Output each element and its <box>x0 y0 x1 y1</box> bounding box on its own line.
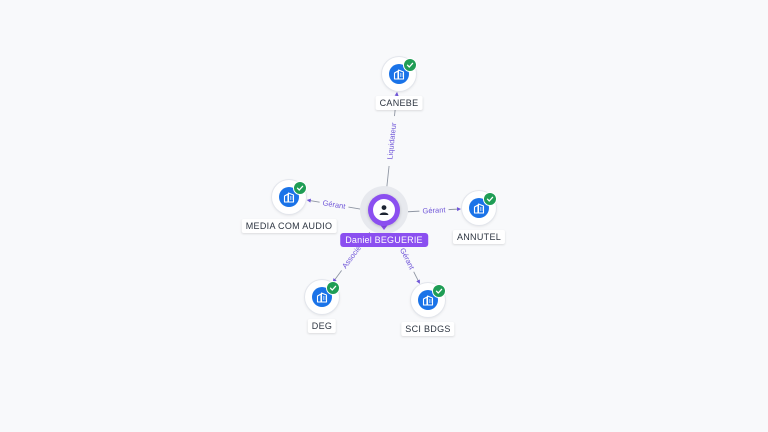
edge-label-bg-canebe <box>384 115 399 167</box>
company-label: CANEBE <box>375 96 423 110</box>
edge-label-deg: Associé <box>340 244 363 270</box>
edge-arrow-media <box>306 198 312 203</box>
edge-label-canebe: Liquidateur <box>385 122 398 160</box>
edge-arrow-scibdgs <box>416 279 420 284</box>
edge-label-bg-media <box>318 197 350 212</box>
pin-tip <box>378 222 390 230</box>
company-label: SCI BDGS <box>401 322 455 336</box>
company-label: MEDIA COM AUDIO <box>241 219 337 233</box>
edge-label-bg-deg <box>337 240 366 274</box>
verified-check-icon <box>403 58 417 72</box>
person-name: Daniel BEGUERIE <box>340 233 428 247</box>
edge-label-bg-scibdgs <box>396 243 418 274</box>
edge-label-media: Gérant <box>322 198 347 211</box>
verified-check-icon <box>483 192 497 206</box>
edge-label-annutel: Gérant <box>422 205 446 215</box>
company-label: ANNUTEL <box>452 230 506 244</box>
verified-check-icon <box>326 281 340 295</box>
verified-check-icon <box>432 284 446 298</box>
person-icon <box>373 199 395 221</box>
edge-label-bg-annutel <box>419 205 449 216</box>
edge-label-scibdgs: Gérant <box>398 246 417 271</box>
company-label: DEG <box>307 319 337 333</box>
edge-arrow-annutel <box>456 207 462 212</box>
edge-arrow-canebe <box>394 91 399 97</box>
verified-check-icon <box>293 181 307 195</box>
